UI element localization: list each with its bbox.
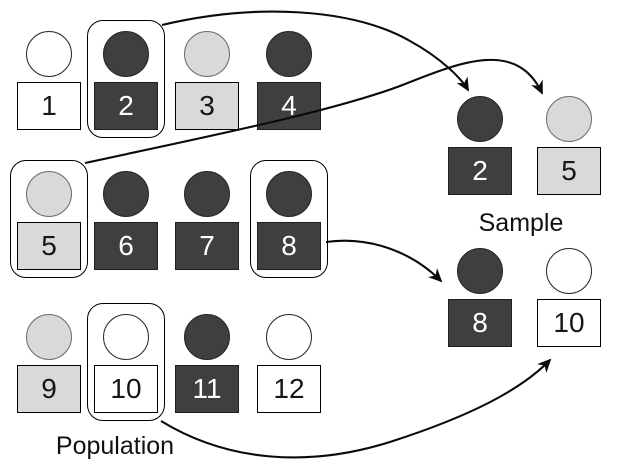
population-label: Population bbox=[55, 432, 175, 460]
person-number-box: 5 bbox=[17, 222, 81, 270]
person-number-box: 8 bbox=[448, 299, 512, 347]
person-head bbox=[184, 31, 230, 77]
population-person-11: 11 bbox=[175, 314, 239, 413]
person-head bbox=[103, 171, 149, 217]
person-number-box: 3 bbox=[175, 82, 239, 130]
person-number: 11 bbox=[192, 373, 222, 404]
population-person-10: 10 bbox=[94, 314, 158, 413]
person-head bbox=[266, 31, 312, 77]
person-number-box: 2 bbox=[94, 82, 158, 130]
person-number: 2 bbox=[472, 155, 488, 186]
person-number-box: 9 bbox=[17, 365, 81, 413]
population-person-6: 6 bbox=[94, 171, 158, 270]
person-head bbox=[457, 248, 503, 294]
population-person-12: 12 bbox=[257, 314, 321, 413]
person-number: 5 bbox=[561, 155, 577, 186]
person-number: 8 bbox=[281, 230, 297, 261]
person-number-box: 1 bbox=[17, 82, 81, 130]
person-head bbox=[457, 96, 503, 142]
sample-person-10: 10 bbox=[537, 248, 601, 347]
person-head bbox=[103, 314, 149, 360]
arrow-population8-to-sample8 bbox=[325, 239, 443, 283]
sample-person-8: 8 bbox=[448, 248, 512, 347]
person-number-box: 2 bbox=[448, 147, 512, 195]
person-number-box: 4 bbox=[257, 82, 321, 130]
person-number: 5 bbox=[41, 230, 57, 261]
selection-outline-5 bbox=[10, 160, 88, 278]
person-number-box: 8 bbox=[257, 222, 321, 270]
sample-label: Sample bbox=[478, 209, 564, 237]
person-number: 4 bbox=[281, 90, 297, 121]
person-head bbox=[184, 171, 230, 217]
person-number-box: 10 bbox=[94, 365, 158, 413]
person-number: 1 bbox=[41, 90, 57, 121]
person-head bbox=[546, 96, 592, 142]
person-head bbox=[26, 171, 72, 217]
sample-person-2: 2 bbox=[448, 96, 512, 195]
person-number: 2 bbox=[118, 90, 134, 121]
person-head bbox=[184, 314, 230, 360]
population-person-7: 7 bbox=[175, 171, 239, 270]
person-number-box: 5 bbox=[537, 147, 601, 195]
person-number-box: 7 bbox=[175, 222, 239, 270]
population-person-8: 8 bbox=[257, 171, 321, 270]
person-number: 7 bbox=[199, 230, 215, 261]
person-head bbox=[103, 31, 149, 77]
person-number: 6 bbox=[118, 230, 134, 261]
person-number: 10 bbox=[553, 307, 585, 338]
population-person-4: 4 bbox=[257, 31, 321, 130]
population-person-2: 2 bbox=[94, 31, 158, 130]
person-number: 9 bbox=[41, 373, 57, 404]
person-head bbox=[266, 171, 312, 217]
person-number-box: 12 bbox=[257, 365, 321, 413]
person-head bbox=[546, 248, 592, 294]
person-number-box: 11 bbox=[175, 365, 239, 413]
person-head bbox=[266, 314, 312, 360]
person-number: 12 bbox=[273, 373, 305, 404]
person-number: 10 bbox=[110, 373, 142, 404]
population-person-1: 1 bbox=[17, 31, 81, 130]
population-person-9: 9 bbox=[17, 314, 81, 413]
population-person-5: 5 bbox=[17, 171, 81, 270]
population-person-3: 3 bbox=[175, 31, 239, 130]
person-number: 8 bbox=[472, 307, 488, 338]
person-number-box: 10 bbox=[537, 299, 601, 347]
person-number: 3 bbox=[199, 90, 215, 121]
sample-person-5: 5 bbox=[537, 96, 601, 195]
person-head bbox=[26, 314, 72, 360]
person-number-box: 6 bbox=[94, 222, 158, 270]
person-head bbox=[26, 31, 72, 77]
